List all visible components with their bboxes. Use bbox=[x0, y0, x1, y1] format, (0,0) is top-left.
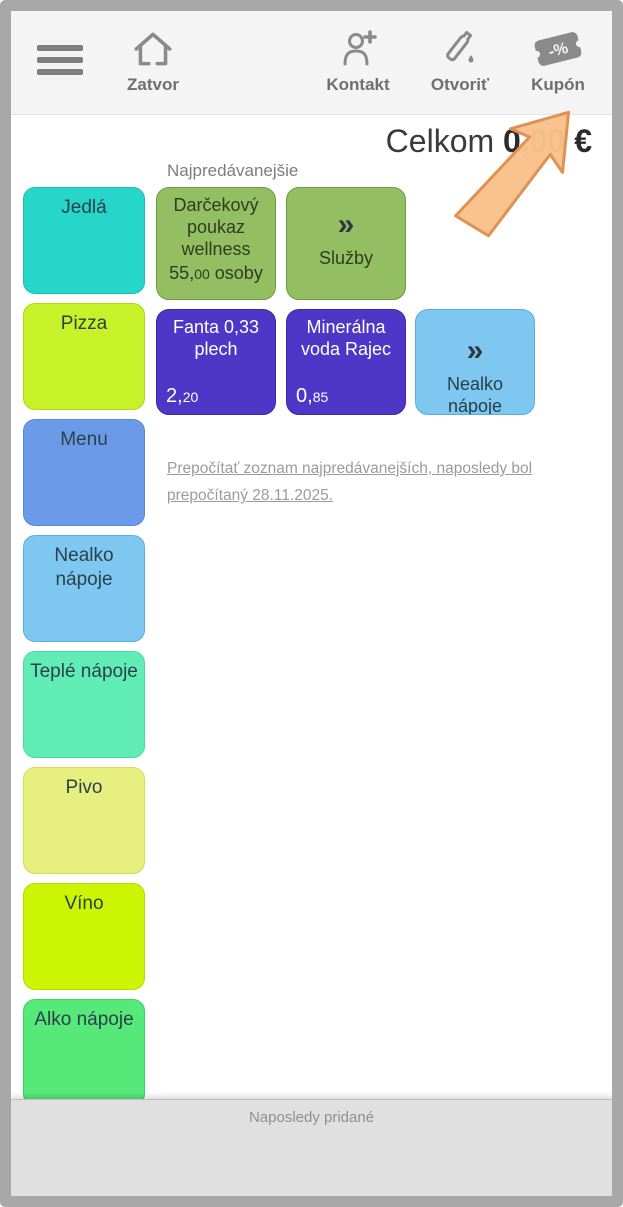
close-label: Zatvor bbox=[127, 75, 179, 94]
category-pivo[interactable]: Pivo bbox=[23, 767, 145, 874]
svg-text:-%: -% bbox=[547, 40, 570, 61]
product-tile-mineralna-voda[interactable]: Minerálna voda Rajec 0,85 bbox=[286, 309, 406, 415]
contact-button[interactable]: Kontakt bbox=[310, 25, 406, 95]
product-name: Minerálna voda Rajec bbox=[300, 317, 392, 359]
more-tile-sluzby[interactable]: » Služby bbox=[286, 187, 406, 300]
category-pizza[interactable]: Pizza bbox=[23, 303, 145, 410]
product-name: Darčekový poukaz wellness bbox=[173, 195, 259, 259]
product-price: 0,85 bbox=[296, 384, 329, 407]
bottle-icon bbox=[412, 25, 508, 73]
category-teple-napoje[interactable]: Teplé nápoje bbox=[23, 651, 145, 758]
total-amount: 0,00 € bbox=[503, 123, 592, 159]
close-button[interactable]: Zatvor bbox=[105, 25, 201, 95]
best-sellers-title: Najpredávanejšie bbox=[167, 161, 299, 180]
menu-icon[interactable] bbox=[37, 45, 83, 77]
category-jedla[interactable]: Jedlá bbox=[23, 187, 145, 294]
person-add-icon bbox=[310, 25, 406, 73]
more-tile-label: Služby bbox=[318, 248, 374, 268]
product-name: Fanta 0,33 plech bbox=[172, 317, 260, 359]
chevron-double-right-icon: » bbox=[466, 334, 484, 367]
product-tile-darcekovy-poukaz[interactable]: Darčekový poukaz wellness 55,00 osoby bbox=[156, 187, 276, 300]
recently-added-label: Naposledy pridané bbox=[248, 1109, 375, 1126]
more-tile-label: Nealko nápoje bbox=[446, 374, 504, 415]
product-price: 55,00 osoby bbox=[169, 262, 263, 283]
coupon-icon: -% bbox=[510, 25, 606, 73]
coupon-button[interactable]: -% Kupón bbox=[510, 25, 606, 95]
order-total: Celkom 0,00 € bbox=[386, 123, 592, 160]
chevron-double-right-icon: » bbox=[337, 208, 355, 241]
home-icon bbox=[105, 25, 201, 73]
pointer-arrow bbox=[454, 110, 571, 238]
total-label: Celkom bbox=[385, 123, 495, 159]
category-alko-napoje[interactable]: Alko nápoje bbox=[23, 999, 145, 1106]
contact-label: Kontakt bbox=[326, 75, 390, 94]
open-button[interactable]: Otvoriť bbox=[412, 25, 508, 95]
open-label: Otvoriť bbox=[430, 75, 490, 94]
category-vino[interactable]: Víno bbox=[23, 883, 145, 990]
top-toolbar: Zatvor Kontakt Otvoriť bbox=[11, 11, 612, 115]
category-nealko-napoje[interactable]: Nealko nápoje bbox=[23, 535, 145, 642]
more-tile-nealko-napoje[interactable]: » Nealko nápoje bbox=[415, 309, 535, 415]
recently-added-bar[interactable]: Naposledy pridané bbox=[11, 1099, 612, 1196]
recalculate-link[interactable]: Prepočítať zoznam najpredávanejších, nap… bbox=[167, 460, 533, 505]
category-menu[interactable]: Menu bbox=[23, 419, 145, 526]
coupon-label: Kupón bbox=[531, 75, 585, 94]
product-tile-fanta[interactable]: Fanta 0,33 plech 2,20 bbox=[156, 309, 276, 415]
pos-app: Zatvor Kontakt Otvoriť bbox=[11, 11, 612, 1196]
category-list: Jedlá Pizza Menu Nealko nápoje Teplé náp… bbox=[23, 187, 147, 1115]
product-price: 2,20 bbox=[166, 384, 199, 407]
